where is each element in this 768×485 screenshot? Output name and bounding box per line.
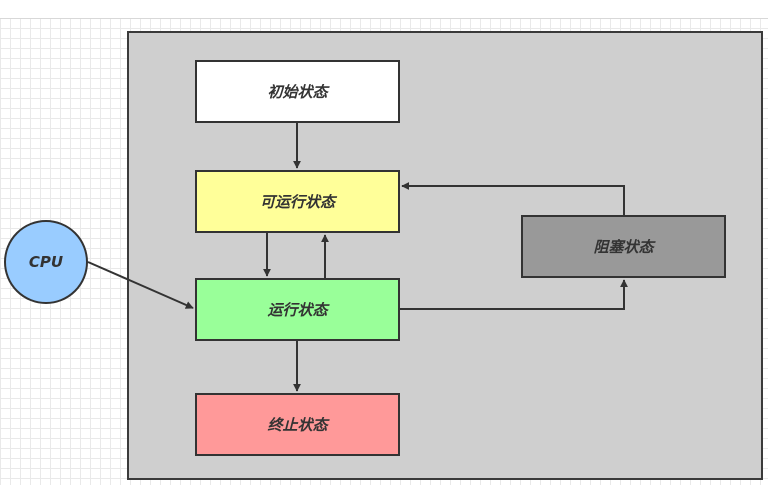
- state-new: 初始状态: [195, 60, 400, 123]
- top-bar: [0, 0, 768, 19]
- state-runnable: 可运行状态: [195, 170, 400, 233]
- state-blocked: 阻塞状态: [521, 215, 726, 278]
- state-running: 运行状态: [195, 278, 400, 341]
- cpu-node: CPU: [4, 220, 88, 304]
- state-terminated: 终止状态: [195, 393, 400, 456]
